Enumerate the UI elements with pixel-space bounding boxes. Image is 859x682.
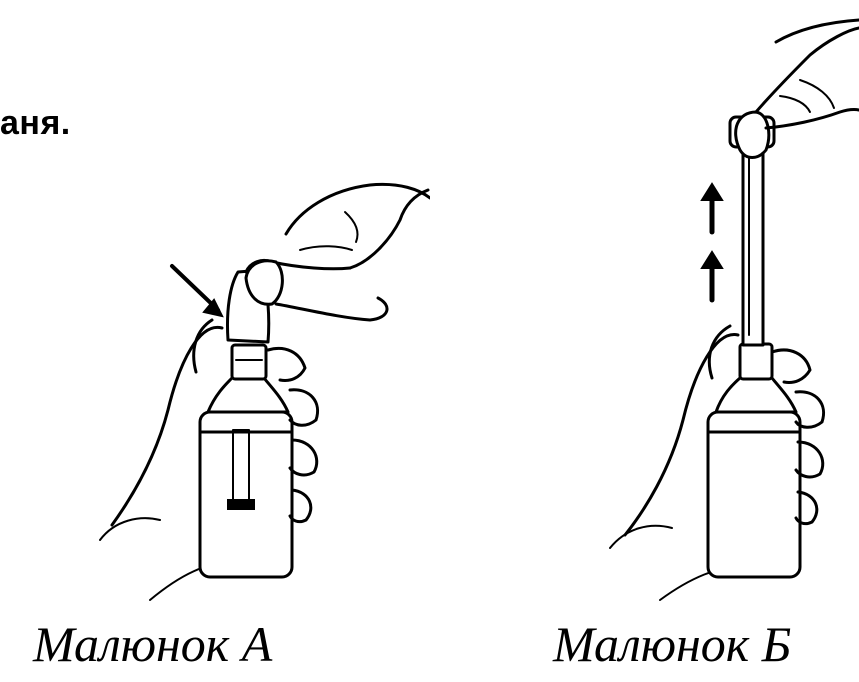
figure-caption-b: Малюнок Б	[553, 614, 791, 674]
bottle-pull-icon	[0, 0, 859, 610]
figure-caption-a: Малюнок А	[33, 614, 272, 674]
